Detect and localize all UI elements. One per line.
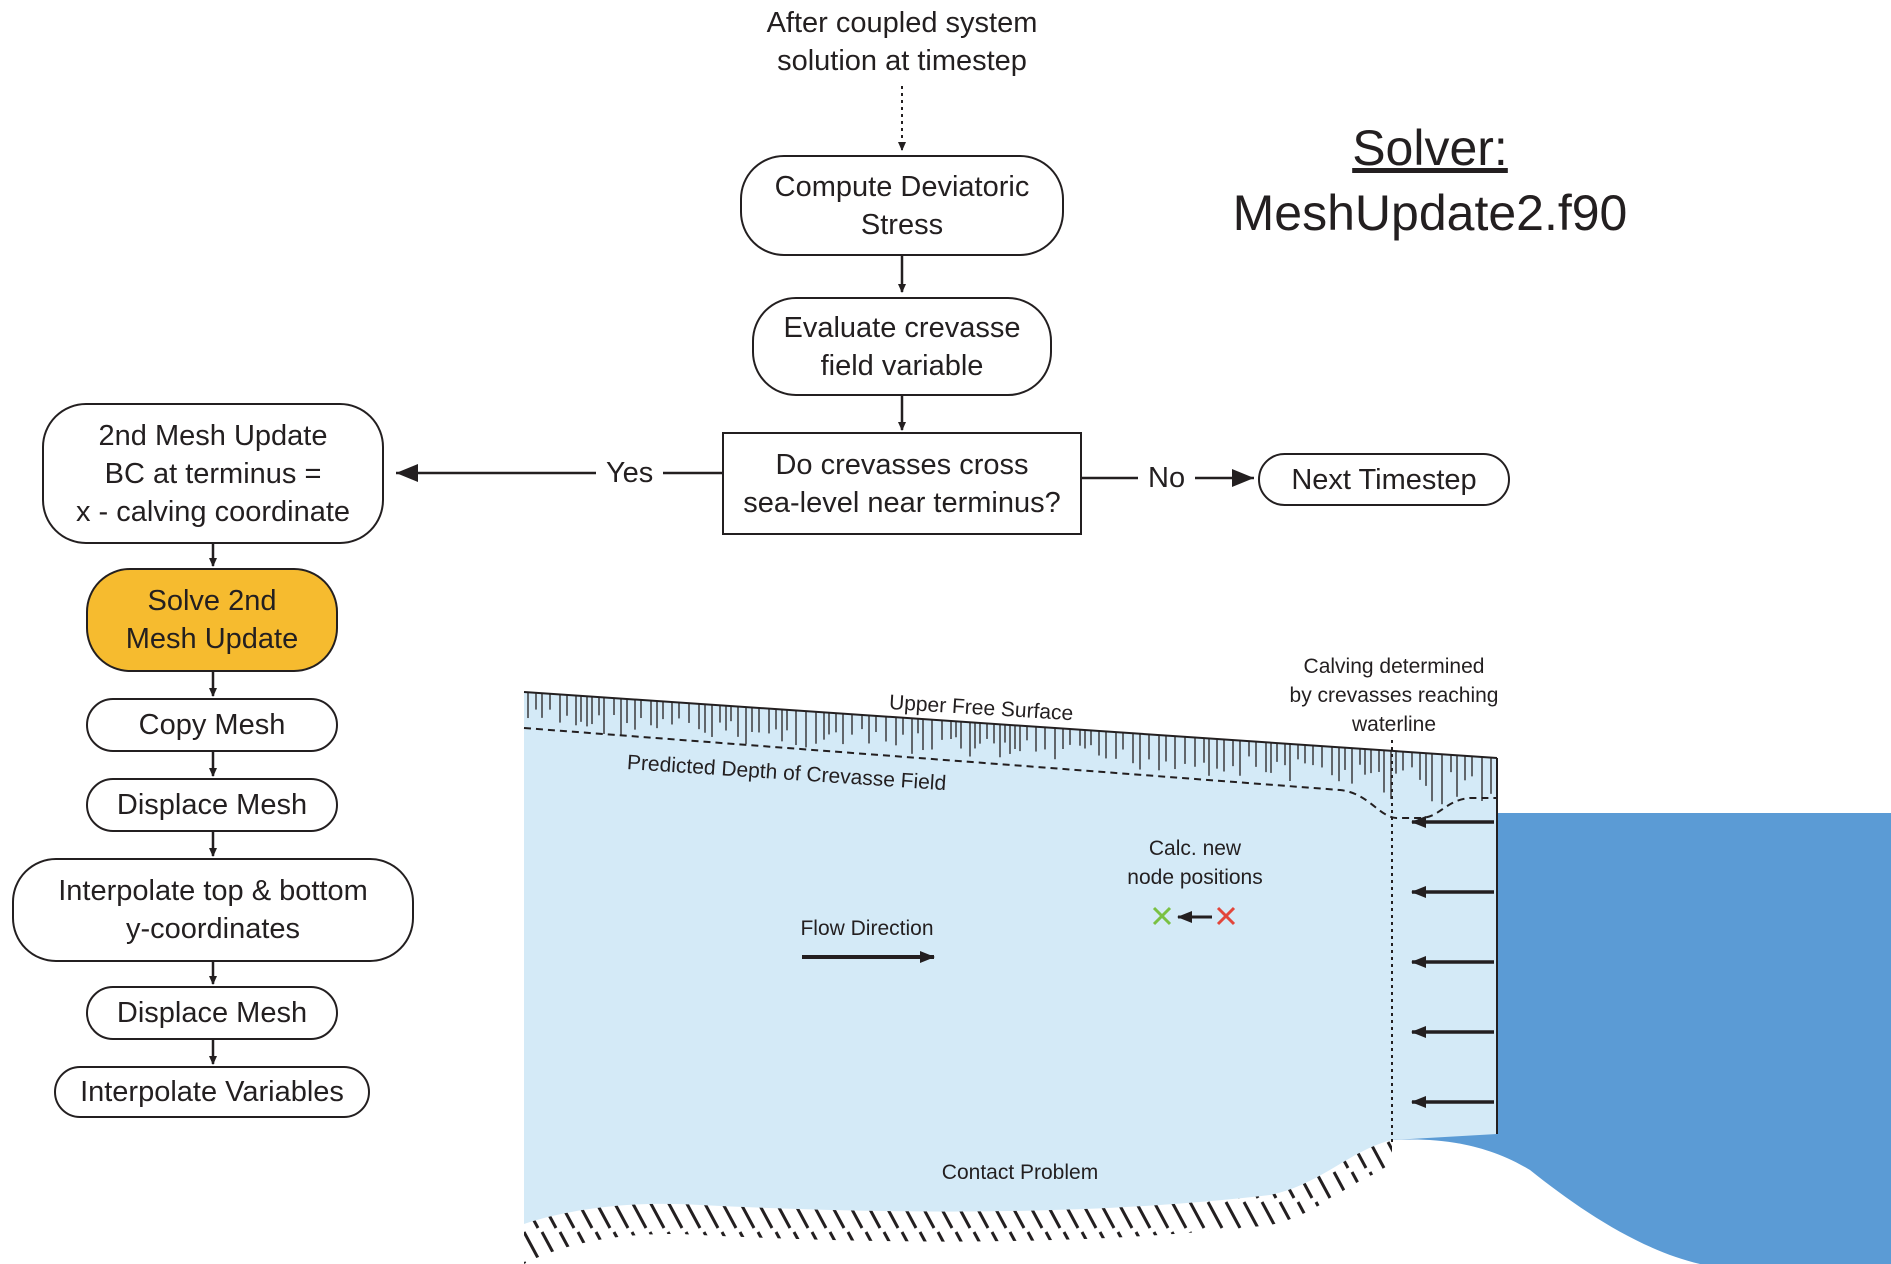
node-position-markers	[1152, 906, 1236, 926]
calc-new-positions-label: Calc. new node positions	[1127, 837, 1263, 889]
bed-hatching	[524, 1140, 1392, 1264]
water-pressure-arrows	[1411, 816, 1494, 1108]
seawater	[1392, 813, 1891, 1264]
solve-second-mesh-update-node: Solve 2nd Mesh Update	[86, 568, 338, 672]
next-timestep-node: Next Timestep	[1258, 453, 1510, 506]
yes-label: Yes	[596, 456, 664, 490]
displace-mesh-node-2: Displace Mesh	[86, 986, 338, 1040]
no-label: No	[1138, 461, 1196, 495]
displace-mesh-node: Displace Mesh	[86, 778, 338, 832]
solver-heading: Solver:	[1352, 120, 1508, 176]
crevasse-decision-node: Do crevasses cross sea-level near termin…	[722, 432, 1082, 535]
second-mesh-update-node: 2nd Mesh Update BC at terminus = x - cal…	[42, 403, 384, 544]
interpolate-variables-node: Interpolate Variables	[54, 1066, 370, 1118]
evaluate-crevasse-node: Evaluate crevasse field variable	[752, 297, 1052, 396]
copy-mesh-node: Copy Mesh	[86, 698, 338, 752]
ice-body	[524, 692, 1497, 1224]
interpolate-y-coordinates-node: Interpolate top & bottom y-coordinates	[12, 858, 414, 962]
contact-problem-label: Contact Problem	[941, 1161, 1099, 1184]
solver-file: MeshUpdate2.f90	[1232, 185, 1628, 241]
upper-surface-line	[523, 691, 1498, 759]
green-cross	[1152, 906, 1172, 926]
flow-direction-label: Flow Direction	[800, 917, 934, 940]
crevasse-field	[527, 692, 1492, 805]
start-label: After coupled system solution at timeste…	[766, 7, 1038, 77]
calving-label: Calving determined by crevasses reaching…	[1289, 655, 1499, 736]
red-cross	[1216, 906, 1236, 926]
compute-deviatoric-stress-node: Compute Deviatoric Stress	[740, 155, 1064, 256]
